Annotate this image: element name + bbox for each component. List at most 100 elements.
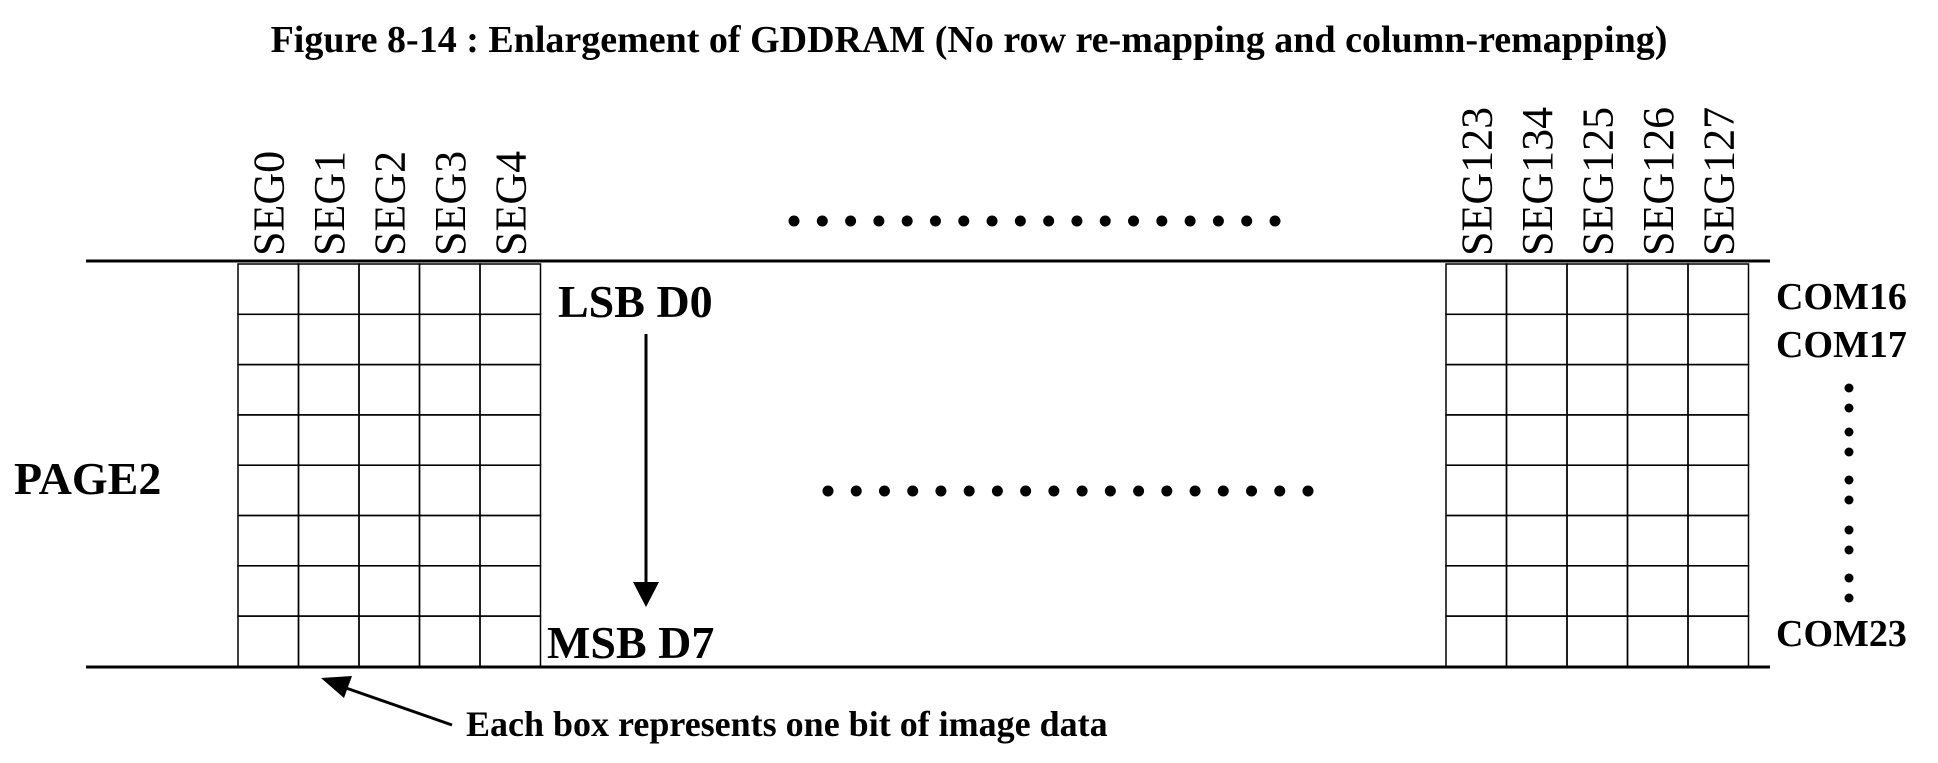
figure-title: Figure 8-14 : Enlargement of GDDRAM (No … (271, 19, 1668, 61)
bit-right-cell-r4-c4 (1687, 464, 1750, 517)
bit-right-cell-r3-c3 (1626, 414, 1689, 466)
bit-left-cell-r6-c1 (297, 565, 360, 617)
bit-right-cell-r1-c4 (1687, 313, 1750, 366)
bit-right-cell-r5-c3 (1626, 514, 1689, 567)
ellipsis-middle-dot-15 (1246, 485, 1258, 497)
ellipsis-middle-dot-2 (878, 485, 890, 497)
msb-label: MSB D7 (547, 617, 714, 668)
bit-left-cell-r0-c2 (358, 263, 421, 316)
ellipsis-top-dot-9 (1043, 215, 1055, 227)
bit-left-cell-r2-c3 (418, 363, 481, 416)
ellipsis-top-dot-11 (1099, 215, 1111, 227)
bit-left-cell-r7-c1 (297, 615, 360, 668)
bit-grid-right (1445, 263, 1750, 668)
bit-left-cell-r7-c0 (237, 615, 300, 668)
ellipsis-top-dot-4 (901, 215, 913, 227)
bit-right-cell-r0-c3 (1626, 263, 1689, 316)
ellipsis-middle-dot-16 (1274, 485, 1286, 497)
bit-left-cell-r5-c1 (297, 514, 360, 567)
bit-left-cell-r1-c0 (237, 313, 300, 366)
bit-left-cell-r3-c1 (297, 414, 360, 466)
bit-left-cell-r0-c0 (237, 263, 300, 316)
seg-label-seg125: SEG125 (1573, 107, 1622, 256)
ellipsis-middle-dot-13 (1189, 485, 1201, 497)
bit-right-cell-r4-c3 (1626, 464, 1689, 517)
ellipsis-middle-dot-11 (1133, 485, 1145, 497)
seg-label-seg3: SEG3 (426, 151, 475, 256)
bit-right-cell-r1-c3 (1626, 313, 1689, 366)
bit-right-cell-r6-c0 (1445, 565, 1508, 617)
bit-order-arrow-head (633, 582, 659, 607)
bit-right-cell-r7-c1 (1505, 615, 1568, 668)
ellipsis-middle-dot-14 (1217, 485, 1229, 497)
ellipsis-top-dot-15 (1212, 215, 1224, 227)
bit-left-cell-r7-c2 (358, 615, 421, 668)
bit-left-cell-r2-c1 (297, 363, 360, 416)
bit-left-cell-r4-c1 (297, 464, 360, 517)
bit-left-cell-r0-c4 (479, 263, 542, 316)
ellipsis-top-dot-10 (1071, 215, 1083, 227)
ellipsis-top-dot-12 (1128, 215, 1140, 227)
bit-left-cell-r4-c2 (358, 464, 421, 517)
bit-right-cell-r7-c4 (1687, 615, 1750, 668)
bit-left-cell-r6-c0 (237, 565, 300, 617)
bit-right-cell-r0-c4 (1687, 263, 1750, 316)
ellipsis-middle-dot-12 (1161, 485, 1173, 497)
ellipsis-top-dot-0 (788, 215, 800, 227)
ellipsis-top-dot-2 (845, 215, 857, 227)
ellipsis-vertical-dot-2-a (1844, 475, 1854, 485)
seg-label-seg126: SEG126 (1634, 107, 1683, 256)
bit-right-cell-r3-c2 (1566, 414, 1629, 466)
bit-left-cell-r7-c3 (418, 615, 481, 668)
ellipsis-vertical-dot-0-b (1844, 403, 1854, 413)
bit-left-cell-r1-c4 (479, 313, 542, 366)
bit-left-cell-r2-c4 (479, 363, 542, 416)
bit-left-cell-r2-c2 (358, 363, 421, 416)
ellipsis-top-dot-3 (873, 215, 885, 227)
ellipsis-middle-dot-6 (991, 485, 1003, 497)
bit-right-cell-r5-c1 (1505, 514, 1568, 567)
bit-left-cell-r5-c4 (479, 514, 542, 567)
bit-left-cell-r7-c4 (479, 615, 542, 668)
bit-right-cell-r2-c4 (1687, 363, 1750, 416)
bit-right-cell-r7-c2 (1566, 615, 1629, 668)
ellipsis-top-dot-7 (986, 215, 998, 227)
com-label-23: COM23 (1776, 613, 1907, 655)
ellipsis-vertical-dot-4-b (1844, 593, 1854, 603)
bit-left-cell-r5-c2 (358, 514, 421, 567)
bit-right-cell-r1-c1 (1505, 313, 1568, 366)
ellipsis-vertical-dot-0-a (1844, 383, 1854, 393)
bit-left-cell-r6-c4 (479, 565, 542, 617)
bit-left-cell-r4-c4 (479, 464, 542, 517)
bit-left-cell-r6-c3 (418, 565, 481, 617)
seg-label-seg1: SEG1 (305, 151, 354, 256)
ellipsis-middle-dot-10 (1104, 485, 1116, 497)
bit-right-cell-r3-c4 (1687, 414, 1750, 466)
bit-right-cell-r0-c1 (1505, 263, 1568, 316)
bit-grid-left (237, 263, 542, 668)
bit-right-cell-r2-c2 (1566, 363, 1629, 416)
bit-right-cell-r4-c0 (1445, 464, 1508, 517)
bit-right-cell-r2-c0 (1445, 363, 1508, 416)
bit-right-cell-r1-c2 (1566, 313, 1629, 366)
bit-right-cell-r6-c2 (1566, 565, 1629, 617)
bit-left-cell-r2-c0 (237, 363, 300, 416)
ellipsis-vertical-dot-2-b (1844, 495, 1854, 505)
bit-left-cell-r3-c0 (237, 414, 300, 466)
ellipsis-vertical-dot-1-b (1844, 447, 1854, 457)
bit-right-cell-r4-c1 (1505, 464, 1568, 517)
bit-right-cell-r1-c0 (1445, 313, 1508, 366)
ellipsis-vertical-dot-4-a (1844, 573, 1854, 583)
ellipsis-top-dot-14 (1184, 215, 1196, 227)
bit-left-cell-r5-c0 (237, 514, 300, 567)
ellipsis-top (788, 215, 1281, 227)
bit-left-cell-r6-c2 (358, 565, 421, 617)
com-label-17: COM17 (1776, 324, 1907, 366)
ellipsis-middle-dot-8 (1048, 485, 1060, 497)
bit-right-cell-r3-c0 (1445, 414, 1508, 466)
ellipsis-top-dot-17 (1269, 215, 1281, 227)
note-arrow-shaft (345, 686, 453, 727)
seg-label-seg4: SEG4 (486, 151, 535, 256)
